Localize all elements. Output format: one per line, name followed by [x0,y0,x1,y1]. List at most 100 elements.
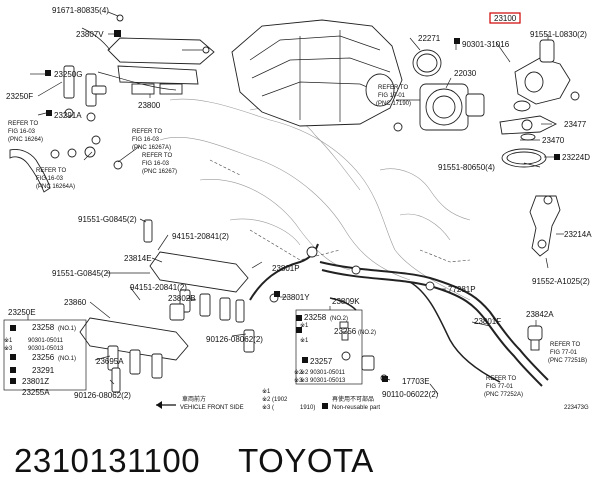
legend-star3-end: 1910) [300,405,315,411]
label-refer-16264A-b: FIG 16-03 [36,176,64,182]
label-23801F: 23801F [474,317,501,326]
label-23258-no2-suffix: (NO.2) [330,316,348,322]
non-reusable-mark [322,403,328,409]
label-23842A: 23842A [526,310,554,319]
label-refer-17190-c: (PNC 17190) [376,101,411,107]
label-23214A: 23214A [564,230,592,239]
label-refer-77252A-a: REFER TO [486,376,516,382]
label-23250F: 23250F [6,92,33,101]
label-refer-16264A-a: REFER TO [36,168,66,174]
label-23814E: 23814E [124,254,152,263]
label-90301-05011-b: 90301-05011 [310,370,346,376]
detail-box-left [3,319,87,391]
label-90126-08062-a: 90126-08062(2) [206,335,263,344]
label-refer-16267A-a: REFER TO [132,129,162,135]
label-23860: 23860 [64,298,87,307]
fuel-rail-upper [81,27,215,95]
legend-star3: ※3 ( [262,404,274,411]
legend-nonreusable-jp: 再使用不可部品 [332,395,374,403]
legend-nonreusable-en: Non-reusable part [332,405,380,411]
label-refer-16264-a: REFER TO [8,121,38,127]
label-refer-16267A-c: (PNC 16267A) [132,145,171,151]
mark-star1-c: ※1 [300,322,309,329]
detail-box-center [295,309,388,385]
label-94151-20841-a: 94151-20841(2) [172,232,229,241]
fuel-pump-23100 [513,39,580,112]
label-23470: 23470 [542,136,565,145]
vehicle-front-arrow [156,401,176,409]
label-23807V: 23807V [76,30,104,39]
label-91551-80650: 91551-80650(4) [438,163,495,172]
label-refer-16264A-c: (PNC 16264A) [36,184,75,190]
label-refer-16267-b: FIG 16-03 [142,161,170,167]
label-23250E: 23250E [8,308,36,317]
label-90301-05011-a: 90301-05011 [28,338,64,344]
label-refer-16267-a: REFER TO [142,153,172,159]
legend-star1: ※1 [262,388,271,395]
label-23477: 23477 [564,120,587,129]
gasket-22271 [412,49,442,77]
label-90301-05013-b: 90301-05013 [310,378,346,384]
label-77281P: 77281P [448,285,476,294]
label-23224D: 23224D [562,153,590,162]
label-23257: 23257 [310,357,333,366]
caption: 2310131100 TOYOTA [14,436,374,486]
leader-lines [27,11,564,395]
reference-markers [10,14,560,384]
label-23258-no2: 23258 [304,313,327,322]
part-number: 2310131100 [14,442,201,479]
label-23801Z: 23801Z [22,377,49,386]
label-23291: 23291 [32,366,55,375]
label-91552-A1025: 91552-A1025(2) [532,277,590,286]
bracket-23214A [529,195,561,257]
mark-star2-c: ※2 [294,369,303,376]
label-23801Y: 23801Y [282,293,310,302]
label-refer-17190-a: REFER TO [378,85,408,91]
sensor-23842A [527,325,543,351]
label-23802B: 23802B [168,294,196,303]
label-23809K: 23809K [332,297,360,306]
label-90301-05013-a: 90301-05013 [28,346,64,352]
label-refer-17190-b: FIG 17-01 [378,93,406,99]
label-22030: 22030 [454,69,477,78]
label-refer-77251B-a: REFER TO [550,342,580,348]
mark-star3-a: ※3 [4,345,13,352]
mark-star1-b: ※1 [300,337,309,344]
legend-star2: ※2 (1902 [262,396,288,403]
pump-parts-right [499,115,558,168]
label-23250G: 23250G [54,70,82,79]
label-refer-77252A-c: (PNC 77252A) [484,392,523,398]
mark-star3-b: ※3 [300,377,309,384]
intake-manifold [231,19,403,127]
label-90110-06022: 90110-06022(2) [382,390,439,399]
hose-left [9,135,123,193]
label-23258-no1: 23258 [32,323,55,332]
label-90126-08062-b: 90126-08062(2) [74,391,131,400]
label-23256-no1: 23256 [32,353,55,362]
label-refer-16267-c: (PNC 16267) [142,169,177,175]
mark-star2-b: ※2 [300,369,309,376]
mark-star1-a: ※1 [4,337,13,344]
label-refer-77251B-b: FIG 77-01 [550,350,578,356]
label-23256-no2-suffix: (NO.2) [358,330,376,336]
label-17703E: 17703E [402,377,430,386]
fuel-pipes [249,243,549,387]
label-90301-31016: 90301-31016 [462,40,510,49]
fuel-rail-lower [79,219,255,393]
label-23800: 23800 [138,101,161,110]
throttle-body [419,83,485,131]
parts-diagram: 91671-80835(4) 23807V 22271 REFER TO FIG… [3,6,592,411]
label-23695A: 23695A [96,357,124,366]
label-refer-77251B-c: (PNC 77251B) [548,358,587,364]
brand-name: TOYOTA [238,442,374,479]
label-23256-no1-suffix: (NO.1) [58,356,76,362]
label-23256-no2: 23256 [334,327,357,336]
label-94151-20841-b: 94151-20841(2) [130,283,187,292]
label-figure-id: 223473G [564,405,589,411]
mark-star3-c: ※3 [294,377,303,384]
label-refer-16264-b: FIG 16-03 [8,129,36,135]
label-91551-L0830: 91551-L0830(2) [530,30,587,39]
label-vehicle-front-en: VEHICLE FRONT SIDE [180,405,244,411]
label-refer-77252A-b: FIG 77-01 [486,384,514,390]
label-91551-G0845-a: 91551-G0845(2) [78,215,137,224]
